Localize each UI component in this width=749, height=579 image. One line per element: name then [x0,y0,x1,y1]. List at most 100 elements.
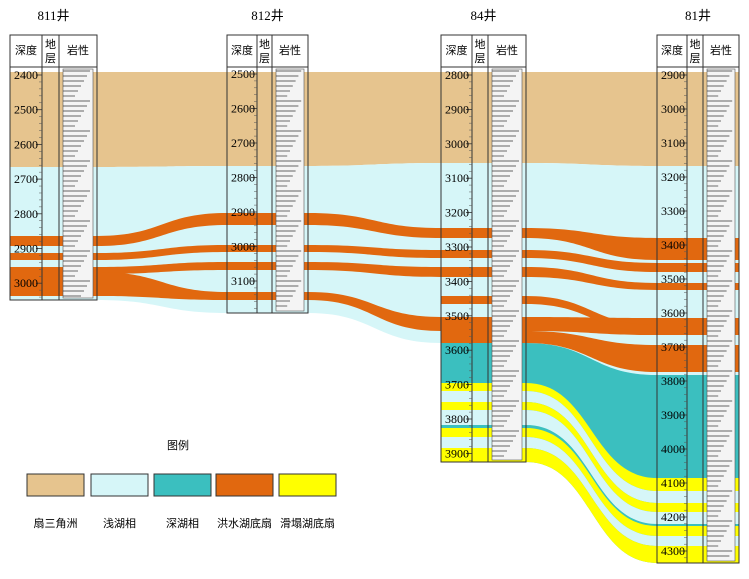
depth-label: 2600 [14,137,38,151]
depth-label: 4200 [661,510,685,524]
legend-swatch [26,473,85,497]
slump-fan-4 [441,448,739,563]
lithology-strip [62,68,94,299]
column-body [440,66,527,463]
slump-fan-3 [441,428,739,536]
depth-label: 2400 [14,68,38,82]
lithology-header: 岩性 [67,43,89,57]
depth-label: 3600 [445,343,469,357]
depth-label: 3600 [661,306,685,320]
depth-label: 3000 [231,240,255,254]
flood-fan-1 [10,213,739,260]
well-title: 812井 [251,8,284,23]
well-title: 81井 [685,8,711,23]
legend-title: 图例 [167,438,189,452]
strata-header-line2: 层 [690,52,701,65]
well-w84: 84井深度地层岩性2800290030003100320033003400350… [440,8,527,463]
legend-swatch [278,473,337,497]
flood-fan-5 [441,296,739,332]
depth-label: 3100 [231,274,255,288]
depth-label: 3800 [661,374,685,388]
legend-swatch [215,473,274,497]
legend-label: 浅湖相 [103,517,136,530]
depth-label: 2600 [231,102,255,116]
slump-fan-2 [441,402,739,512]
depth-label: 3500 [661,272,685,286]
lithology-strip [275,68,305,312]
depth-label: 3200 [661,170,685,184]
depth-label: 3700 [445,378,469,392]
depth-header: 深度 [15,43,37,57]
strata-header: 地 [45,38,56,51]
depth-label: 3100 [661,136,685,150]
depth-label: 2500 [14,103,38,117]
depth-label: 2800 [231,171,255,185]
legend-swatch [153,473,212,497]
lithology-strip [706,68,736,562]
column-header-bg [9,34,98,68]
depth-label: 3200 [445,206,469,220]
depth-label: 2500 [231,67,255,81]
strata-header-line2: 层 [259,52,270,65]
flood-fan-3 [10,262,739,290]
depth-header: 深度 [446,43,468,57]
flood-fan-2 [10,245,739,272]
lithology-header: 岩性 [279,43,301,57]
column-body [226,66,309,314]
well-columns: 811井深度地层岩性240025002600270028002900300081… [9,8,740,564]
lithology-strip [491,68,523,461]
column-header-bg [226,34,309,68]
legend-label: 洪水湖底扇 [217,516,272,530]
depth-label: 3900 [661,408,685,422]
flood-fan-4 [10,272,739,335]
depth-label: 3400 [661,238,685,252]
depth-label: 3400 [445,274,469,288]
legend-swatch [90,473,149,497]
depth-label: 3300 [445,240,469,254]
depth-header: 深度 [231,43,253,57]
lithology-header: 岩性 [496,43,518,57]
depth-label: 3500 [445,309,469,323]
legend-label: 滑塌湖底扇 [280,516,335,530]
legend-label: 扇三角洲 [34,516,78,530]
legend-label: 深湖相 [166,517,199,530]
depth-label: 2800 [14,207,38,221]
strata-header-line2: 层 [45,52,56,65]
lithology-header: 岩性 [710,43,732,57]
depth-label: 2900 [661,68,685,82]
well-w81: 81井深度地层岩性2900300031003200330034003500360… [656,8,740,564]
depth-label: 3000 [14,276,38,290]
depth-label: 2900 [445,102,469,116]
column-body [9,66,98,301]
well-title: 84井 [470,8,496,23]
strata-header: 地 [475,38,486,51]
fan-delta-band [10,72,739,167]
shallow-lake-interbed-3 [441,437,739,546]
depth-label: 3700 [661,340,685,354]
depth-header: 深度 [661,43,683,57]
depth-label: 3100 [445,171,469,185]
depth-label: 2800 [445,68,469,82]
depth-label: 2900 [14,242,38,256]
legend: 图例 扇三角洲 浅湖相 深湖相 洪水湖底扇滑塌湖底扇 [26,438,337,530]
column-header-bg [656,34,740,68]
well-w812: 812井深度地层岩性2500260027002800290030003100 [226,8,309,314]
shallow-lake-interbed-2 [441,410,739,524]
facies-fills [10,72,739,563]
depth-label: 3000 [661,102,685,116]
well-w811: 811井深度地层岩性 2400 2500 2600 2700 2800 2900 3000 [9,8,98,301]
column-header-bg [440,34,527,68]
depth-label: 2900 [231,205,255,219]
depth-label: 4000 [661,442,685,456]
depth-label: 2700 [14,172,38,186]
depth-label: 2700 [231,136,255,150]
depth-label: 3900 [445,446,469,460]
strata-header: 地 [690,38,701,51]
strata-header-line2: 层 [475,52,486,65]
shallow-lake-interbed-1 [441,391,739,503]
column-body [656,66,740,564]
depth-label: 4100 [661,476,685,490]
depth-label: 3800 [445,412,469,426]
well-title: 811井 [37,8,69,23]
